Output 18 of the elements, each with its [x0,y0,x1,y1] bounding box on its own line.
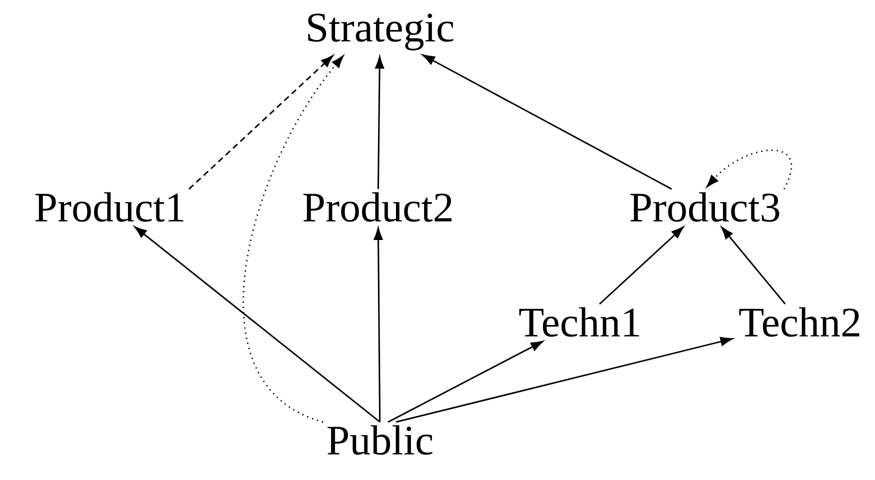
node-label: Product1 [35,192,184,222]
arrow [374,228,383,422]
node-label: Strategic [308,14,454,50]
arrow [599,226,684,305]
node-label: Techn1 [519,307,640,337]
arrow [422,54,672,190]
node-label: Product3 [630,192,780,222]
arrow [375,56,384,190]
arrow [721,226,786,304]
arrow [388,340,544,423]
arrow [134,226,380,423]
node-label: Public [328,425,432,455]
node-label: Techn2 [739,307,860,337]
arrow [396,337,733,423]
arrow [188,55,334,190]
arrow [242,56,344,423]
arrow [706,149,792,190]
node-label: Product2 [303,192,452,222]
